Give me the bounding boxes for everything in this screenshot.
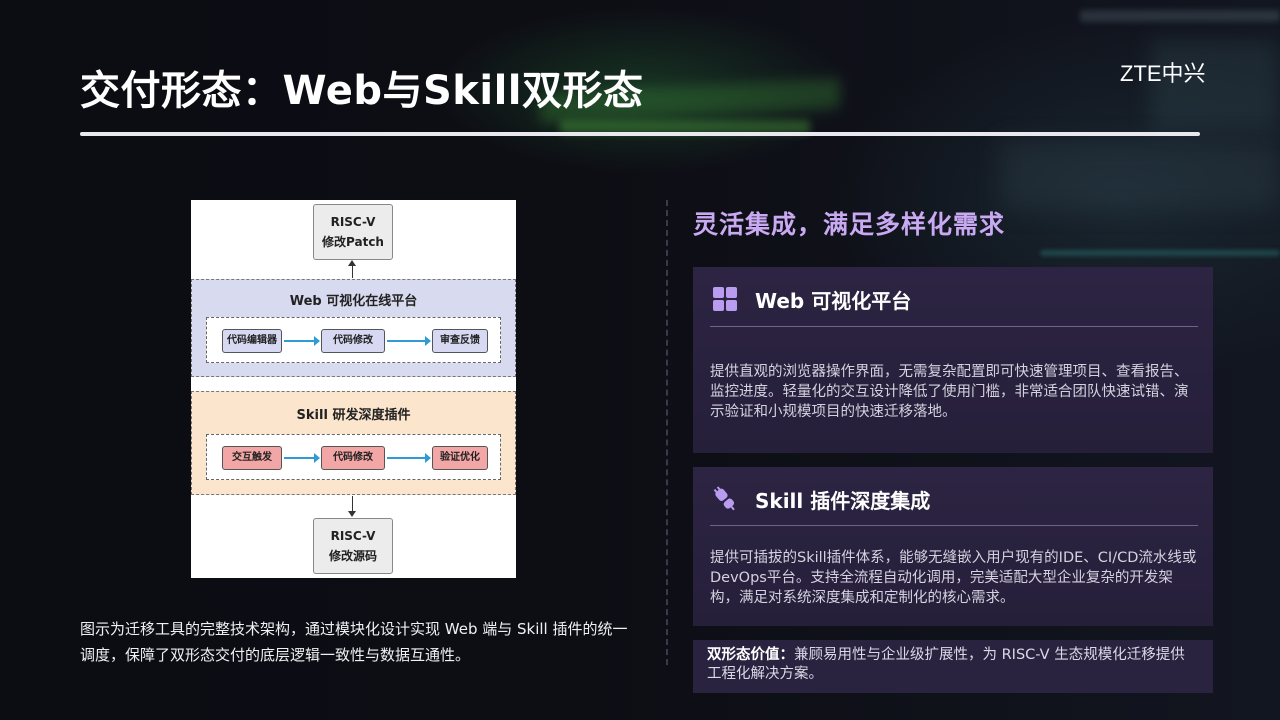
card-title: Web 可视化平台 [755,289,912,313]
flow-arrow [284,336,320,346]
flow-arrow [284,453,320,463]
web-flow: 代码编辑器 代码修改 审查反馈 [206,317,501,363]
web-chip-review: 审查反馈 [432,329,488,353]
flow-arrow [387,336,431,346]
value-text: 兼顾易用性与企业级扩展性，为 RISC-V 生态规模化迁移提供工程化解决方案。 [707,647,1185,682]
web-panel: Web 可视化在线平台 代码编辑器 代码修改 审查反馈 [191,279,516,377]
top-node: RISC-V 修改Patch [313,204,393,260]
skill-flow: 交互触发 代码修改 验证优化 [206,434,501,480]
card-body: 提供可插拔的Skill插件体系，能够无缝嵌入用户现有的IDE、CI/CD流水线或… [710,550,1197,606]
section-title: 灵活集成，满足多样化需求 [693,210,1006,239]
top-node-line2: 修改Patch [322,235,384,249]
card-title: Skill 插件深度集成 [755,489,931,513]
web-chip-modify: 代码修改 [321,329,385,353]
down-arrow-head [348,511,356,517]
bottom-node-line2: 修改源码 [328,549,377,563]
down-arrow [352,496,353,513]
architecture-diagram: RISC-V 修改Patch Web 可视化在线平台 代码编辑器 代码修改 审查… [191,200,516,578]
web-chip-editor: 代码编辑器 [222,329,282,353]
skill-panel: Skill 研发深度插件 交互触发 代码修改 验证优化 [191,391,516,495]
bottom-node-line1: RISC-V [330,529,376,543]
value-label: 双形态价值： [707,647,794,663]
diagram-caption: 图示为迁移工具的完整技术架构，通过模块化设计实现 Web 端与 Skill 插件… [80,620,628,664]
background-stripe [1150,40,1280,130]
up-arrow-head [348,260,356,266]
card-rule [710,326,1198,327]
bottom-node: RISC-V 修改源码 [313,518,393,574]
background-stripe [1080,10,1280,22]
web-panel-title: Web 可视化在线平台 [289,294,418,309]
plug-icon [711,485,739,513]
up-arrow [352,262,353,278]
card-rule [710,525,1198,526]
background-stripe [1040,250,1280,256]
flow-arrow [387,453,431,463]
title-underline [80,132,1200,136]
card-body: 提供直观的浏览器操作界面，无需复杂配置即可快速管理项目、查看报告、监控进度。轻量… [710,364,1189,420]
background-stripe [1000,140,1280,210]
skill-plugin-card: Skill 插件深度集成 提供可插拔的Skill插件体系，能够无缝嵌入用户现有的… [693,467,1213,626]
grid-icon [711,285,739,313]
web-platform-card: Web 可视化平台 提供直观的浏览器操作界面，无需复杂配置即可快速管理项目、查看… [693,267,1213,453]
skill-chip-trigger: 交互触发 [222,446,282,470]
value-box: 双形态价值：兼顾易用性与企业级扩展性，为 RISC-V 生态规模化迁移提供工程化… [693,640,1213,693]
zte-logo: ZTE中兴 [1120,61,1206,86]
column-divider [666,200,668,665]
background-stripe [560,120,810,134]
skill-chip-verify: 验证优化 [432,446,488,470]
slide-title: 交付形态：Web与Skill双形态 [80,68,644,114]
skill-panel-title: Skill 研发深度插件 [296,408,411,423]
top-node-line1: RISC-V [330,215,376,229]
skill-chip-modify: 代码修改 [321,446,385,470]
